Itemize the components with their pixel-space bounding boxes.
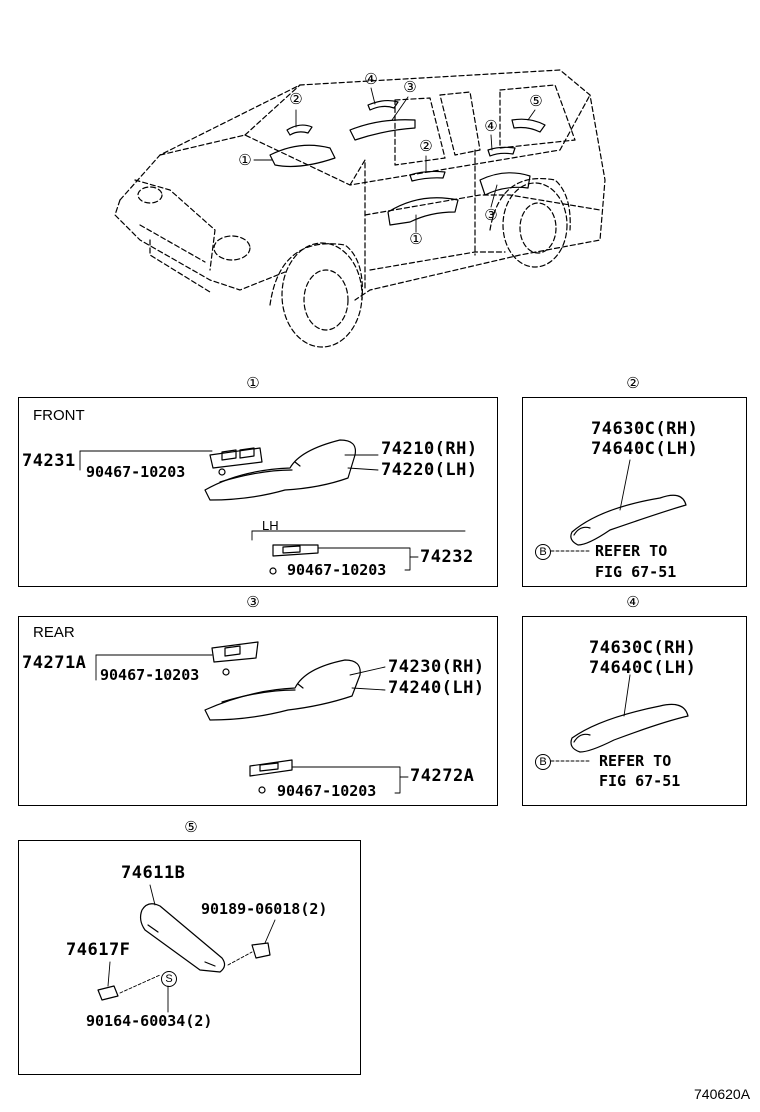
callout-2-section: ②: [626, 374, 640, 392]
grip-lh-label-b[interactable]: 74640C(LH): [589, 658, 697, 678]
callout-3-vehicle-a: ③: [403, 78, 417, 96]
ref-badge-b-b: B: [535, 754, 551, 770]
callout-1-vehicle-b: ①: [409, 230, 423, 248]
part-74272a-label[interactable]: 74272A: [410, 766, 475, 786]
armrest-lh-rear-label[interactable]: 74240(LH): [388, 678, 485, 698]
part-74271a-label[interactable]: 74271A: [22, 653, 87, 673]
front-panel-title: FRONT: [33, 407, 85, 424]
rear-leaders: [95, 654, 409, 794]
rear-armrest-drawing: [204, 641, 361, 794]
screw-upper-front-label[interactable]: 90467-10203: [86, 463, 186, 481]
part-74232-label[interactable]: 74232: [420, 547, 474, 567]
fig-ref-a[interactable]: FIG 67-51: [595, 563, 677, 581]
bolt-90189-label[interactable]: 90189-06018(2): [201, 900, 328, 918]
callout-4-section: ④: [626, 593, 640, 611]
fig-ref-b[interactable]: FIG 67-51: [599, 772, 681, 790]
vehicle-leaders: [253, 87, 536, 233]
roof-grip-panel: [18, 840, 361, 1075]
assist-grip-leaders: [550, 459, 631, 762]
armrest-rh-rear-label[interactable]: 74230(RH): [388, 657, 485, 677]
assist-grip-panel-front: [522, 397, 747, 587]
lh-note: LH: [262, 518, 279, 533]
part-74231-label[interactable]: 74231: [22, 451, 76, 471]
callout-1-section: ①: [246, 374, 260, 392]
roof-grip-leaders: [107, 884, 276, 1013]
callout-2-vehicle-a: ②: [289, 90, 303, 108]
roof-grip-drawing: [97, 903, 271, 1001]
vehicle-illustration: [114, 69, 606, 301]
refer-text-a: REFER TO: [595, 542, 668, 560]
callout-5-section: ⑤: [184, 818, 198, 836]
callout-2-vehicle-b: ②: [419, 137, 433, 155]
callout-4-vehicle-a: ④: [364, 70, 378, 88]
figure-code: 740620A: [694, 1086, 751, 1102]
clip-badge-s: S: [161, 971, 177, 987]
callout-1-vehicle-a: ①: [238, 151, 252, 169]
front-leaders: [79, 450, 466, 571]
vehicle-wheels: [137, 178, 571, 348]
grip-lh-label-a[interactable]: 74640C(LH): [591, 439, 699, 459]
armrest-lh-front-label[interactable]: 74220(LH): [381, 460, 478, 480]
screw-lower-rear-label[interactable]: 90467-10203: [277, 782, 377, 800]
callout-5-vehicle: ⑤: [529, 92, 543, 110]
rear-panel-title: REAR: [33, 624, 75, 641]
assist-grip-drawings: [570, 494, 689, 753]
refer-text-b: REFER TO: [599, 752, 672, 770]
assist-grip-panel-rear: [522, 616, 747, 806]
part-74611b-label[interactable]: 74611B: [121, 863, 186, 883]
clip-90164-label[interactable]: 90164-60034(2): [86, 1012, 213, 1030]
grip-rh-label-b[interactable]: 74630C(RH): [589, 638, 697, 658]
callout-3-vehicle-b: ③: [484, 206, 498, 224]
callout-3-section: ③: [246, 593, 260, 611]
armrest-rh-front-label[interactable]: 74210(RH): [381, 439, 478, 459]
rear-armrest-panel: [18, 616, 498, 806]
part-74617f-label[interactable]: 74617F: [66, 940, 131, 960]
screw-upper-rear-label[interactable]: 90467-10203: [100, 666, 200, 684]
grip-rh-label-a[interactable]: 74630C(RH): [591, 419, 699, 439]
callout-4-vehicle-b: ④: [484, 117, 498, 135]
front-armrest-panel: [18, 397, 498, 587]
front-armrest-drawing: [204, 439, 357, 575]
vehicle-parts: [269, 99, 546, 226]
ref-badge-b-a: B: [535, 544, 551, 560]
screw-lower-front-label[interactable]: 90467-10203: [287, 561, 387, 579]
